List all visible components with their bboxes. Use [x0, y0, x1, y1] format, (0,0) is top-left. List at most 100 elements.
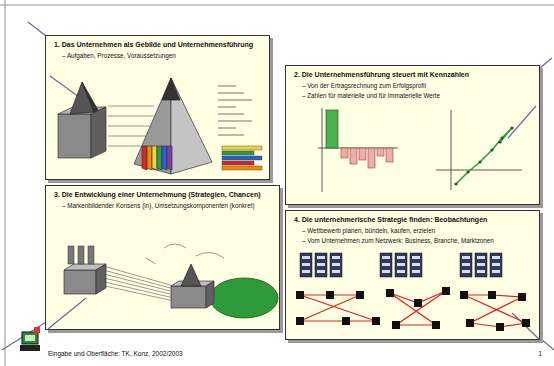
network-link — [464, 295, 526, 327]
network-node — [342, 317, 350, 325]
block-slot — [412, 256, 420, 259]
diagonal-line — [540, 58, 552, 68]
network-node — [432, 321, 440, 329]
block-slot — [332, 270, 340, 273]
pyramid-stripe — [147, 146, 152, 170]
diagonal-line — [512, 313, 539, 339]
illustration-group — [296, 253, 539, 339]
block-slot — [462, 270, 470, 273]
logo-screen — [22, 332, 38, 344]
link-line — [96, 268, 174, 289]
bullet-text: – Markenbildender Konsens (in), Umsetzun… — [62, 202, 273, 210]
bar — [386, 148, 393, 162]
building-block — [315, 253, 327, 277]
cone — [181, 264, 201, 286]
block-slot — [317, 263, 325, 266]
panel-text: 2. Die Unternehmensführung steuert mit K… — [294, 71, 533, 99]
network-node — [372, 317, 380, 325]
block-slot — [382, 256, 390, 259]
block-slot — [477, 263, 485, 266]
block-slot — [492, 263, 500, 266]
panel-heading: 4. Die unternehmerische Strategie finden… — [294, 216, 533, 225]
leader-line — [108, 106, 154, 107]
bar — [359, 148, 366, 160]
bullet-text: – Von der Ertragsrechnung zum Erfolgspro… — [302, 82, 533, 90]
text-stub — [218, 128, 236, 129]
bullet-text: – Vom Unternehmen zum Netzwerk: Business… — [302, 237, 533, 245]
data-point — [500, 136, 503, 139]
color-bar — [222, 156, 262, 160]
chart-axis — [451, 110, 452, 190]
network-node — [392, 321, 400, 329]
bar — [368, 148, 375, 168]
pyramid-stripe — [152, 146, 157, 170]
frame-line — [0, 5, 554, 6]
bullet-text: – Zahlen für materielle und für immateri… — [302, 92, 533, 100]
block-slot — [332, 256, 340, 259]
network-node — [356, 291, 364, 299]
block-front — [64, 270, 96, 294]
network-node — [296, 291, 304, 299]
network-node — [488, 291, 496, 299]
callout-curve — [146, 244, 224, 264]
page-number: 1 — [538, 350, 542, 357]
pyramid-stripe — [157, 146, 162, 170]
text-stub — [218, 100, 252, 101]
pyramid-stripe — [142, 146, 147, 170]
topic-panel: 2. Die Unternehmensführung steuert mit K… — [285, 65, 540, 205]
bar — [341, 148, 348, 158]
data-point — [490, 148, 493, 151]
diagonal-line — [540, 338, 554, 350]
illustration-group — [318, 106, 536, 192]
panel-text: 3. Die Entwicklung einer Unternehmung (S… — [54, 191, 273, 210]
block-slot — [397, 256, 405, 259]
cube-front — [58, 114, 91, 158]
block-slot — [332, 263, 340, 266]
block-slot — [302, 256, 310, 259]
link-line — [96, 280, 174, 298]
block-side — [206, 281, 214, 308]
link-line — [96, 276, 174, 295]
data-point — [466, 170, 469, 173]
panel-text: 1. Das Unternehmen als Gebilde und Unter… — [54, 41, 263, 60]
network-node — [326, 291, 334, 299]
building-block — [330, 253, 342, 277]
text-stub — [218, 114, 244, 115]
illustration-group — [50, 76, 262, 174]
block-slot — [382, 263, 390, 266]
chart-axis — [322, 108, 323, 192]
text-stub — [218, 86, 236, 87]
block-slot — [477, 270, 485, 273]
block-slot — [397, 270, 405, 273]
color-bar — [222, 151, 254, 155]
network-node — [518, 293, 526, 301]
block-slot — [492, 256, 500, 259]
network-node — [442, 287, 450, 295]
tower — [68, 246, 74, 264]
leader-line — [108, 126, 154, 127]
block-slot — [317, 256, 325, 259]
logo-icon — [20, 327, 40, 351]
network-node — [386, 289, 394, 297]
tower — [78, 246, 84, 264]
pyramid-stripe — [167, 146, 172, 170]
link-line — [96, 284, 174, 301]
bar — [377, 148, 384, 156]
panel-heading: 1. Das Unternehmen als Gebilde und Unter… — [54, 41, 263, 50]
panel-text: 4. Die unternehmerische Strategie finden… — [294, 216, 533, 244]
data-point — [478, 160, 481, 163]
block-slot — [492, 270, 500, 273]
frame-line — [5, 0, 6, 366]
tower — [88, 246, 94, 264]
diagonal-line — [2, 322, 46, 350]
building-block — [410, 253, 422, 277]
block-slot — [382, 270, 390, 273]
network-node — [414, 299, 422, 307]
illustration-group — [48, 244, 278, 329]
text-stub — [218, 135, 244, 136]
bar — [350, 148, 357, 164]
market-ellipse — [210, 278, 278, 318]
pyramid-stripe — [162, 146, 167, 170]
panel-heading: 3. Die Entwicklung einer Unternehmung (S… — [54, 191, 273, 200]
